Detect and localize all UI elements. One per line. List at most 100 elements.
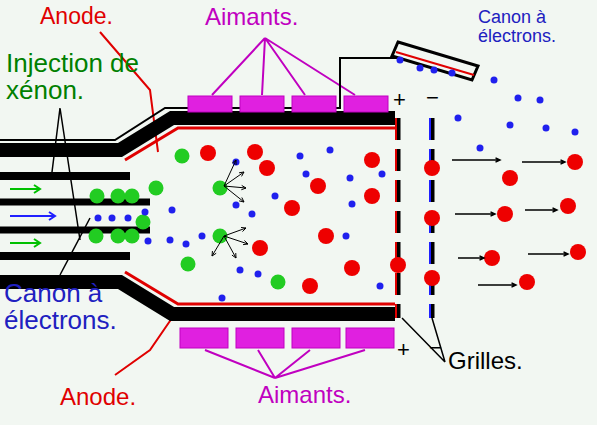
xenon-ion [364,188,380,204]
xenon-ion [424,270,440,286]
motion-arrow [212,236,224,256]
part-label: Canon à électrons. [478,8,590,46]
xenon-ion [484,250,500,266]
electron [477,145,484,152]
electron [377,283,384,290]
xenon-ion [247,144,263,160]
xenon-atom [175,149,190,164]
anode-leader [115,318,172,375]
chamber-wall [0,118,395,150]
xenon-tube [0,252,130,260]
motion-arrow [478,283,516,287]
motion-arrow [224,160,236,186]
magnet-leader [212,38,355,95]
anode [125,128,395,160]
xenon-ion [310,178,326,194]
xenon-ion [502,170,518,186]
electron [543,125,550,132]
electron [397,57,404,64]
xenon-ion [390,257,406,273]
xenon-ion [560,198,576,214]
xenon-ion [424,210,440,226]
motion-arrow [224,236,236,258]
magnet [292,96,336,112]
electron [379,171,386,178]
xenon-atom [125,189,140,204]
xenon-ion [302,278,318,294]
electron [219,295,226,302]
electron [327,147,334,154]
electron [183,241,190,248]
electron [347,175,354,182]
electron [249,211,256,218]
motion-arrow [525,208,557,212]
electron [349,201,356,208]
part-label: Aimants. [258,382,351,407]
electron [515,95,522,102]
part-label: Anode. [40,4,113,28]
xenon-atom [111,189,126,204]
electron [297,153,304,160]
electron [537,97,544,104]
neutraliser-gun [392,42,478,80]
electron [199,233,206,240]
electron [431,67,438,74]
electron [455,115,462,122]
electron [109,215,116,222]
xenon-ion [364,152,380,168]
magnet [240,96,284,112]
neutraliser-cathode [396,52,474,75]
xenon-atom [125,229,140,244]
xenon-ion [519,274,535,290]
magnet [188,96,232,112]
xenon-ion [284,200,300,216]
electron [572,129,579,136]
electron [142,209,149,216]
part-label: Anode. [60,384,136,409]
part-label: Canon à électrons. [4,280,164,335]
electron [272,193,279,200]
electron [491,77,498,84]
electron [125,215,132,222]
xenon-ion [259,160,275,176]
magnet [180,328,228,348]
xenon-ion [200,145,216,161]
electron [417,65,424,72]
xenon-tube [0,172,130,180]
magnet-leader [205,350,365,378]
polarity-sign: − [429,336,442,359]
electron [95,215,102,222]
electron [167,237,174,244]
xenon-atom [90,189,105,204]
grid [395,118,397,318]
part-label: Grilles. [448,348,523,373]
motion-arrow [528,252,568,256]
xenon-atom [149,181,164,196]
grid [396,118,401,318]
part-label: Injection de xénon. [6,50,184,105]
xenon-ion [497,206,513,222]
xenon-atom [271,275,286,290]
xenon-ion [424,160,440,176]
xenon-atom [136,215,151,230]
motion-arrow [522,160,565,164]
xenon-flow [10,239,40,247]
motion-arrow [452,158,500,162]
magnet [344,96,388,112]
part-label: Aimants. [205,4,298,29]
xenon-atom [181,257,196,272]
xenon-ion [567,154,583,170]
polarity-sign: + [397,338,410,361]
motion-arrow [224,227,246,236]
motion-arrow [455,212,495,216]
electron [303,171,310,178]
polarity-sign: − [426,86,439,109]
electron [507,122,514,129]
electron [255,271,262,278]
electron-flow [10,212,55,220]
xenon-ion [570,244,586,260]
xenon-ion [252,240,268,256]
magnet [292,328,340,348]
electron [343,233,350,240]
